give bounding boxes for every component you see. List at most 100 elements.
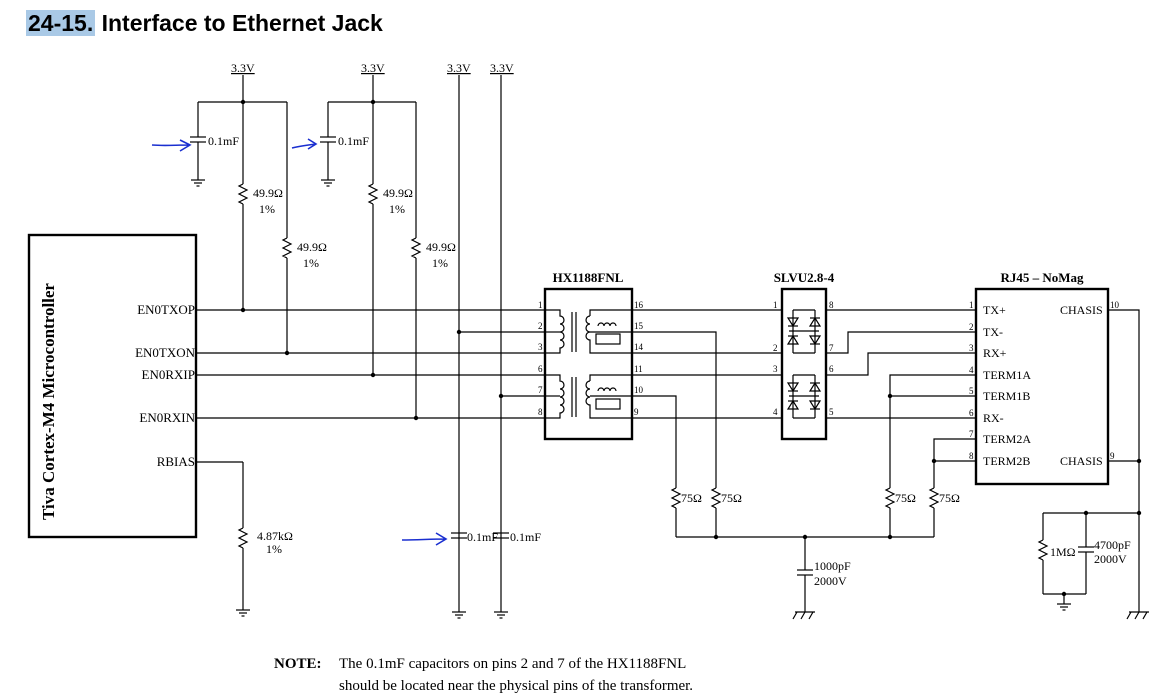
mcu-label: Tiva Cortex-M4 Microcontroller [39,283,58,520]
figure-number: 24-15. [26,10,96,36]
svg-text:3: 3 [773,364,778,374]
resistor-tolerance: 1% [266,542,282,556]
pin-label-rbias: RBIAS [157,454,195,469]
svg-text:5: 5 [829,407,834,417]
svg-text:1000pF: 1000pF [814,559,851,573]
svg-text:3: 3 [538,342,543,352]
resistor-value: 49.9Ω [297,240,327,254]
arrow-icon [401,532,448,546]
rbias-resistor: 4.87kΩ 1% [196,461,293,617]
svg-text:8: 8 [969,451,974,461]
svg-text:CHASIS: CHASIS [1060,454,1103,468]
svg-text:6: 6 [829,364,834,374]
svg-text:10: 10 [634,385,644,395]
svg-text:9: 9 [634,407,639,417]
resistor-tolerance: 1% [389,202,405,216]
pin-label-en0rxin: EN0RXIN [139,410,195,425]
svg-text:7: 7 [829,343,834,353]
cap-value: 0.1mF [467,530,498,544]
power-rail-2: 3.3V [361,61,385,102]
svg-text:TX-: TX- [983,325,1003,339]
design-note: NOTE: The 0.1mF capacitors on pins 2 and… [274,656,693,694]
tx-termination-network: 0.1mF 49.9Ω 1% 49.9Ω 1% [190,99,327,353]
svg-text:1: 1 [773,300,778,310]
svg-text:RX+: RX+ [983,346,1007,360]
pin-label-en0rxip: EN0RXIP [142,367,195,382]
svg-text:8: 8 [538,407,543,417]
resistor-value: 49.9Ω [426,240,456,254]
cap-value: 0.1mF [338,134,369,148]
svg-text:75Ω: 75Ω [681,491,702,505]
svg-text:6: 6 [969,408,974,418]
svg-text:7: 7 [969,429,974,439]
svg-text:75Ω: 75Ω [895,491,916,505]
tvs-array-slvu2-8-4: SLVU2.8-4 1 2 3 4 8 7 6 5 [773,270,835,441]
svg-text:1: 1 [969,300,974,310]
resistor-tolerance: 1% [259,202,275,216]
arrow-icon [151,139,192,152]
svg-text:1MΩ: 1MΩ [1050,545,1076,559]
resistor-value: 4.87kΩ [257,529,293,543]
line-side-wires [632,309,976,488]
note-label: NOTE: [274,656,322,672]
pin-label-en0txon: EN0TXON [135,345,196,360]
rail-label: 3.3V [361,61,385,75]
svg-text:RX-: RX- [983,411,1004,425]
figure-title: 24-15. Interface to Ethernet Jack [26,10,383,44]
rail-label: 3.3V [447,61,471,75]
resistor-tolerance: 1% [303,256,319,270]
rj45-connector: RJ45 – NoMag 1 2 3 4 5 6 7 8 TX+ TX- RX+… [969,270,1120,486]
svg-text:2000V: 2000V [814,574,847,588]
bob-smith-termination: 75Ω 75Ω 75Ω 75Ω 1000pF 2000V [670,487,960,620]
resistor-value: 49.9Ω [383,186,413,200]
svg-text:CHASIS: CHASIS [1060,303,1103,317]
chassis-ground-network: 1MΩ 4700pF 2000V [1037,309,1149,620]
rail-label: 3.3V [490,61,514,75]
svg-text:11: 11 [634,364,643,374]
resistor-tolerance: 1% [432,256,448,270]
svg-text:TERM1B: TERM1B [983,389,1030,403]
svg-text:6: 6 [538,364,543,374]
svg-text:1: 1 [538,300,543,310]
svg-text:4700pF: 4700pF [1094,538,1131,552]
svg-text:8: 8 [829,300,834,310]
svg-text:9: 9 [1110,451,1115,461]
svg-text:TERM2B: TERM2B [983,454,1030,468]
microcontroller-block: Tiva Cortex-M4 Microcontroller EN0TXOP E… [27,233,198,539]
svg-text:75Ω: 75Ω [721,491,742,505]
svg-text:TERM2A: TERM2A [983,432,1031,446]
rail-decoupling-caps: 0.1mF 0.1mF [451,530,541,619]
power-rail-1: 3.3V [231,61,255,102]
cap-value: 0.1mF [510,530,541,544]
cap-value: 0.1mF [208,134,239,148]
power-rail-3: 3.3V [447,61,471,612]
svg-text:16: 16 [634,300,644,310]
svg-text:4: 4 [969,365,974,375]
svg-text:15: 15 [634,321,644,331]
rx-termination-network: 0.1mF 49.9Ω 1% 49.9Ω 1% [320,99,456,418]
annotation-arrows [151,138,448,546]
svg-text:5: 5 [969,386,974,396]
resistor-value: 49.9Ω [253,186,283,200]
tvs-name: SLVU2.8-4 [774,270,835,285]
figure-title-text: Interface to Ethernet Jack [101,10,383,36]
arrow-icon [291,138,318,150]
pin-label-en0txop: EN0TXOP [137,302,195,317]
svg-text:14: 14 [634,342,644,352]
rj45-name: RJ45 – NoMag [1000,270,1084,285]
svg-text:TX+: TX+ [983,303,1006,317]
svg-text:3: 3 [969,343,974,353]
svg-text:75Ω: 75Ω [939,491,960,505]
svg-text:4: 4 [773,407,778,417]
svg-text:2: 2 [538,321,543,331]
svg-text:10: 10 [1110,300,1120,310]
svg-text:TERM1A: TERM1A [983,368,1031,382]
power-rail-4: 3.3V [490,61,514,612]
svg-text:7: 7 [538,385,543,395]
svg-text:2: 2 [969,322,974,332]
svg-text:2: 2 [773,343,778,353]
transformer-name: HX1188FNL [553,270,624,285]
note-line-1: The 0.1mF capacitors on pins 2 and 7 of … [339,656,686,672]
signal-wires [196,307,545,421]
